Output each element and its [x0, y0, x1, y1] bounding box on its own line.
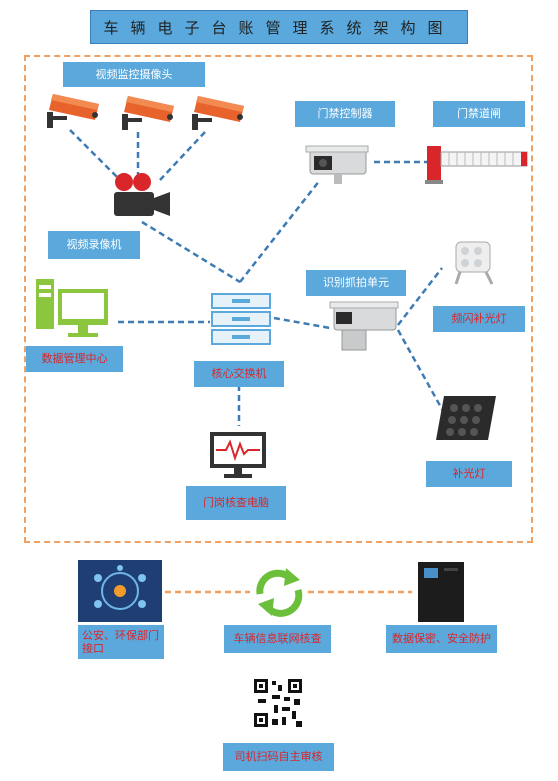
qr-code-icon — [252, 677, 304, 729]
barrier-gate-icon — [425, 146, 528, 184]
access-barrier-label: 门禁道闸 — [433, 101, 525, 127]
camera1-link — [69, 129, 119, 179]
computer-icon — [36, 279, 108, 337]
data-security-label: 数据保密、安全防护 — [386, 625, 497, 653]
recorder-label: 视频录像机 — [48, 231, 140, 259]
video-camera-label: 视频监控摄像头 — [63, 62, 205, 87]
monitor-icon — [210, 432, 266, 478]
camera-icon — [47, 94, 99, 128]
diagram-title: 车辆电子台账管理系统架构图 — [90, 10, 468, 44]
fill-light-label: 补光灯 — [426, 461, 512, 487]
access-controller-camera-icon — [305, 145, 369, 184]
fill-light-icon — [436, 396, 496, 440]
ups-server-icon — [418, 562, 464, 622]
core-switch-label: 核心交换机 — [194, 361, 284, 387]
data-center-label: 数据管理中心 — [26, 346, 123, 372]
access-controller-label: 门禁控制器 — [295, 101, 395, 127]
recognition-light1-link — [397, 267, 443, 326]
video-recorder-icon — [114, 173, 170, 216]
camera-icon — [192, 96, 244, 130]
vehicle-info-label: 车辆信息联网核查 — [224, 625, 331, 653]
system-boundary — [24, 55, 533, 543]
police-interface-label: 公安、环保部门接口 — [78, 625, 164, 659]
camera-icon — [122, 96, 174, 130]
driver-scan-label: 司机扫码自主审核 — [223, 743, 334, 771]
recognition-unit-label: 识别抓拍单元 — [306, 270, 406, 296]
police-system-image — [78, 560, 162, 622]
strobe-light-icon — [454, 241, 494, 285]
recognition-light2-link — [396, 329, 450, 421]
guard-pc-label: 门岗核查电脑 — [186, 486, 286, 520]
controller-switch-link — [239, 179, 321, 283]
recognition-camera-icon — [329, 301, 399, 351]
recorder-switch-link — [141, 220, 241, 284]
switch-icon — [211, 293, 271, 345]
sync-arrows-icon — [256, 568, 303, 617]
camera3-link — [159, 131, 206, 181]
strobe-light-label: 频闪补光灯 — [433, 306, 525, 332]
